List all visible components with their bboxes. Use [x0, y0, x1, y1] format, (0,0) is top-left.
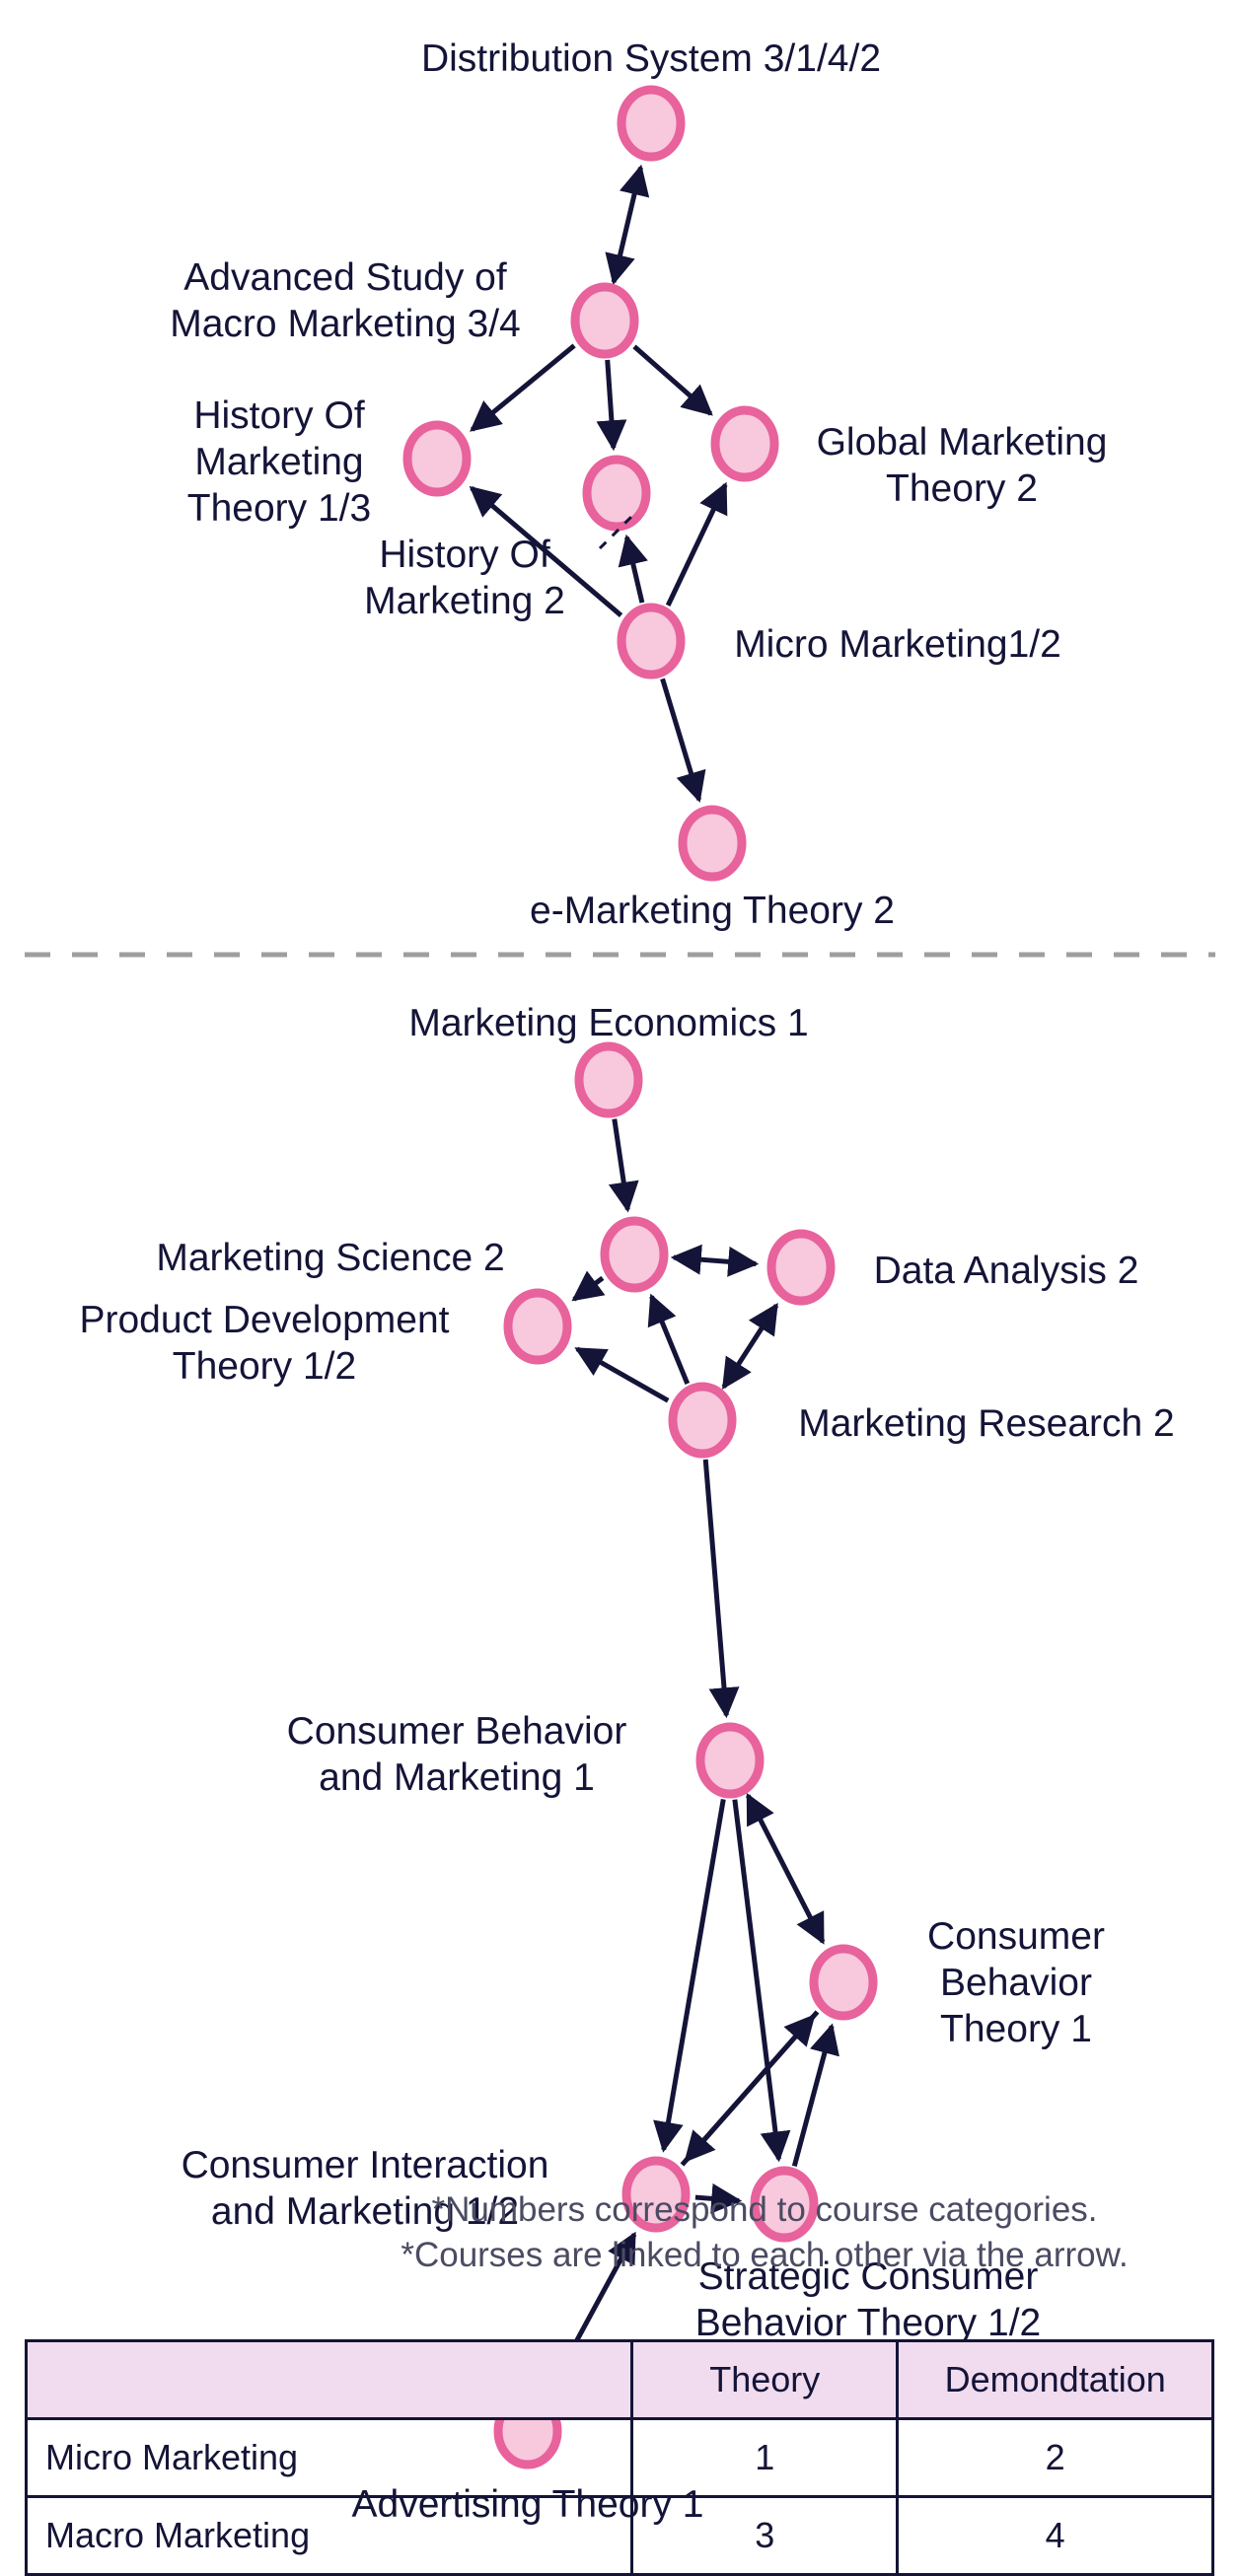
edge-micro-marketing-to-e-marketing	[663, 679, 699, 800]
node-marketing-economics[interactable]	[579, 1046, 638, 1113]
table-header-demonstration: Demondtation	[898, 2341, 1213, 2419]
table-header-blank	[27, 2341, 632, 2419]
table-row: Macro Marketing 3 4	[27, 2497, 1213, 2575]
node-label-consumer-behavior-mkt: Consumer Behavior and Marketing 1	[0, 1708, 1077, 1801]
table-header-theory: Theory	[632, 2341, 898, 2419]
node-label-consumer-behavior-th: Consumer Behavior Theory 1	[397, 1913, 1240, 2052]
edge-marketing-research-to-consumer-behavior-mkt	[705, 1460, 726, 1715]
node-label-data-analysis: Data Analysis 2	[387, 1248, 1240, 1294]
edge-marketing-economics-to-marketing-science	[615, 1119, 628, 1210]
node-label-global-marketing: Global Marketing Theory 2	[342, 419, 1240, 512]
table-cell-demonstration: 4	[898, 2497, 1213, 2575]
table-header-row: Theory Demondtation	[27, 2341, 1213, 2419]
node-label-e-marketing: e-Marketing Theory 2	[93, 888, 1240, 934]
node-label-marketing-economics: Marketing Economics 1	[0, 1000, 1229, 1046]
node-label-advanced-macro: Advanced Study of Macro Marketing 3/4	[0, 254, 966, 347]
node-label-marketing-research: Marketing Research 2	[367, 1400, 1240, 1447]
note-line-2: *Courses are linked to each other via th…	[145, 2233, 1240, 2278]
node-label-history-marketing: History Of Marketing 2	[0, 532, 1085, 624]
table-cell-theory: 3	[632, 2497, 898, 2575]
table-cell-course-name: Macro Marketing	[27, 2497, 632, 2575]
note-line-1: *Numbers correspond to course categories…	[145, 2187, 1240, 2233]
table-cell-course-name: Micro Marketing	[27, 2419, 632, 2497]
node-label-micro-marketing: Micro Marketing1/2	[278, 621, 1240, 668]
node-distribution-system[interactable]	[621, 90, 681, 157]
node-label-distribution-system: Distribution System 3/1/4/2	[32, 36, 1240, 82]
course-category-table: Theory Demondtation Micro Marketing 1 2 …	[25, 2339, 1214, 2576]
table-row: Micro Marketing 1 2	[27, 2419, 1213, 2497]
node-e-marketing[interactable]	[683, 810, 742, 877]
table-cell-theory: 1	[632, 2419, 898, 2497]
table-cell-demonstration: 2	[898, 2419, 1213, 2497]
node-label-product-development: Product Development Theory 1/2	[0, 1297, 885, 1390]
